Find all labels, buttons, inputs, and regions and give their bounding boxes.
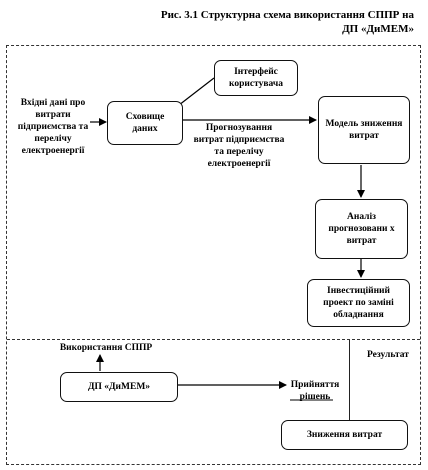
node-data-storage-text: Сховище даних <box>125 112 165 134</box>
section-divider <box>7 339 420 340</box>
node-forecast-analysis: Аналіз прогнозовани х витрат <box>315 199 408 259</box>
node-forecast-analysis-text: Аналіз прогнозовани х витрат <box>328 212 395 246</box>
label-forecasting: Прогнозування витрат підприємства та пер… <box>193 123 285 169</box>
node-cost-model: Модель зниження витрат <box>318 96 410 164</box>
figure-caption: Рис. 3.1 Структурна схема використання С… <box>114 8 414 36</box>
caption-line-1: Рис. 3.1 Структурна схема використання С… <box>160 9 414 21</box>
node-enterprise: ДП «ДиМЕМ» <box>60 372 178 402</box>
node-investment-project: Інвестиційний проект по заміні обладнанн… <box>307 279 410 327</box>
node-enterprise-text: ДП «ДиМЕМ» <box>87 382 151 392</box>
label-decision-making: Прийняття рішень <box>290 380 340 402</box>
node-user-interface-text: Інтерфейс користувача <box>229 67 283 89</box>
result-divider <box>349 340 350 424</box>
label-dss-use: Використання СППР <box>59 343 153 353</box>
label-result: Результат <box>367 350 409 360</box>
node-user-interface: Інтерфейс користувача <box>214 60 298 96</box>
system-boundary <box>6 45 421 465</box>
node-cost-reduction: Зниження витрат <box>281 420 408 450</box>
node-data-storage: Сховище даних <box>107 101 183 145</box>
node-investment-project-text: Інвестиційний проект по заміні обладнанн… <box>323 286 394 320</box>
node-cost-reduction-text: Зниження витрат <box>306 430 383 440</box>
caption-line-2: ДП «ДиМЕМ» <box>342 23 414 35</box>
node-cost-model-text: Модель зниження витрат <box>325 119 403 141</box>
label-input-data: Вхідні дані про витрати підприємства та … <box>17 98 89 156</box>
